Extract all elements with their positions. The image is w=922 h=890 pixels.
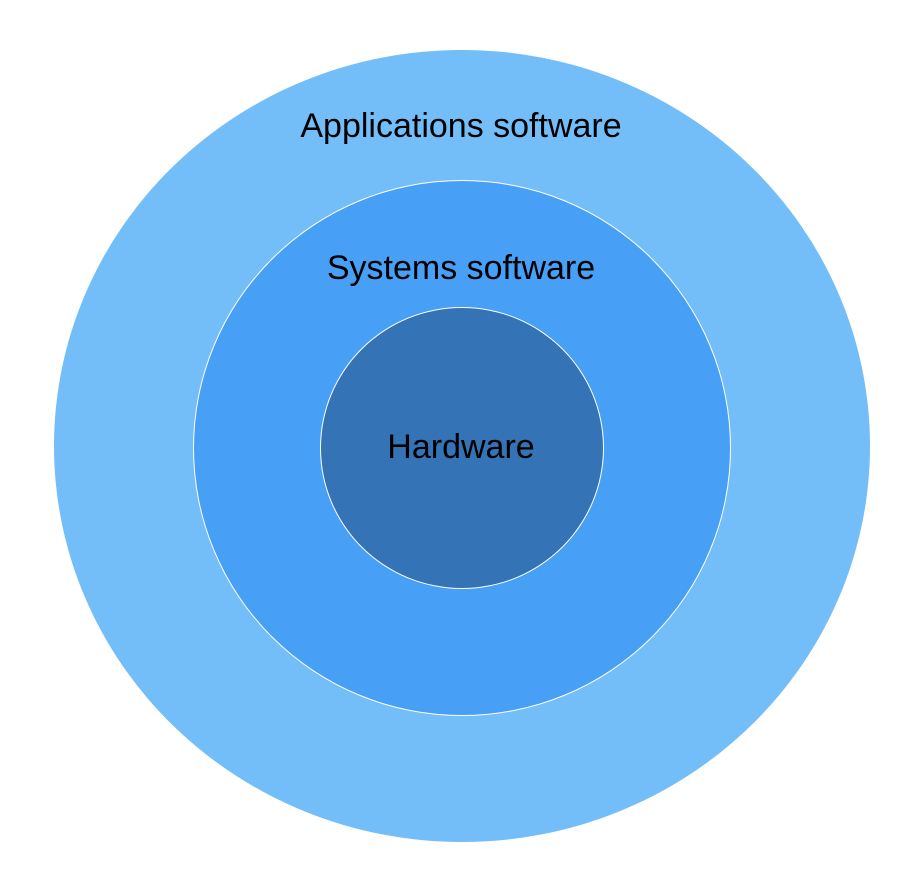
hardware-label: Hardware	[387, 428, 535, 466]
systems-software-label: Systems software	[326, 249, 596, 287]
applications-software-label: Applications software	[300, 107, 622, 145]
hardware-ring	[320, 307, 604, 589]
